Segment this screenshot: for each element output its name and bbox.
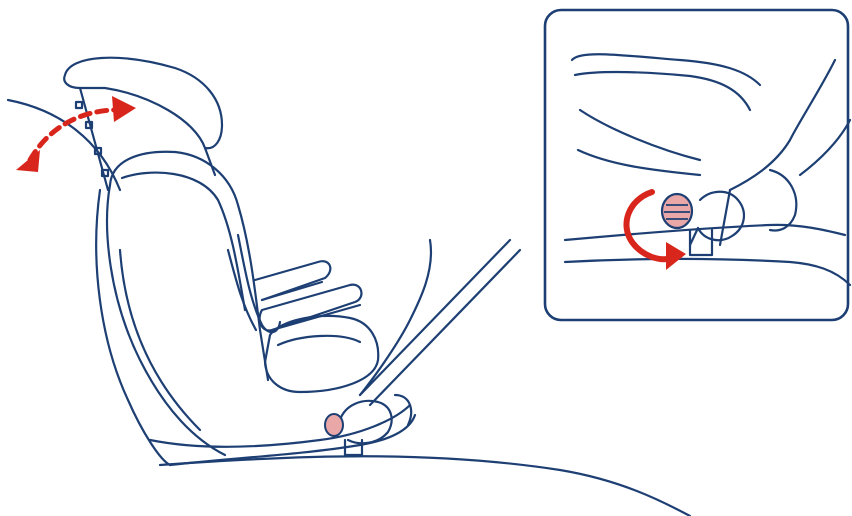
- recline-knob-inset: [662, 194, 692, 228]
- hand-main: [340, 240, 520, 443]
- headrest: [64, 58, 222, 190]
- hand-inset: [690, 60, 850, 245]
- seat-back: [96, 152, 268, 465]
- detail-inset-frame: [545, 10, 848, 320]
- armrest-lower: [260, 285, 362, 331]
- recline-knob-main: [325, 414, 343, 436]
- vehicle-seat-cushion-line: [160, 456, 690, 516]
